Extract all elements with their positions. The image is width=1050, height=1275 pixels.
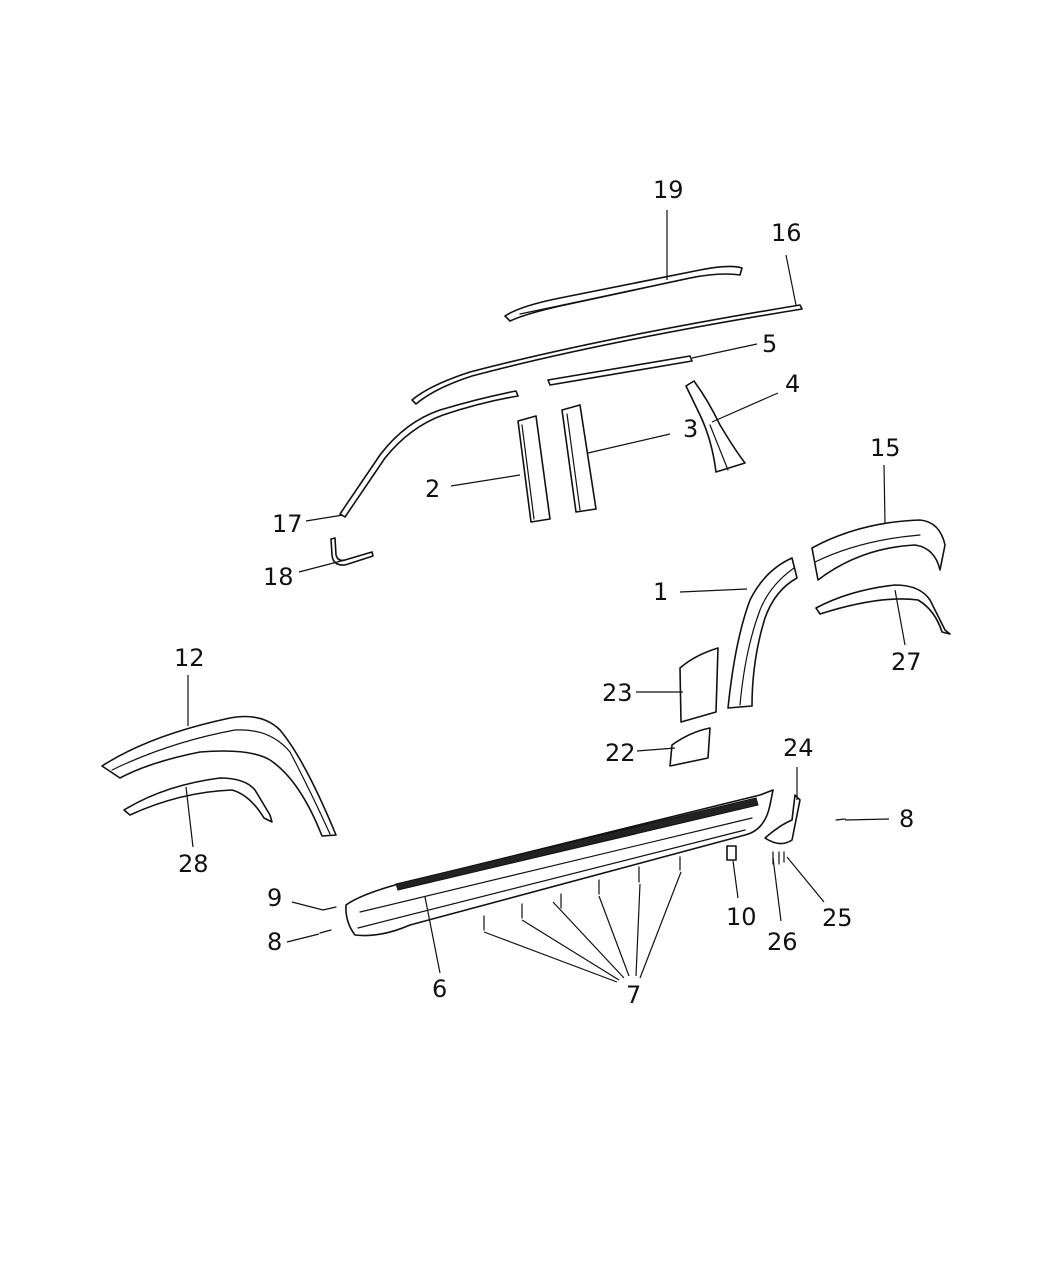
callout-17: 17 xyxy=(272,510,303,538)
part-27-rear-flare-molding xyxy=(815,584,951,635)
part-4-d-pillar-applique xyxy=(685,380,746,473)
callout-19: 19 xyxy=(653,176,684,204)
callout-12: 12 xyxy=(174,644,205,672)
part-18-corner-molding xyxy=(330,537,374,566)
part-12-front-wheel-flare xyxy=(101,715,337,837)
callout-5: 5 xyxy=(762,330,777,358)
callout-28: 28 xyxy=(178,850,209,878)
part-3-c-pillar-applique xyxy=(561,404,597,513)
callout-16: 16 xyxy=(771,219,802,247)
callout-15: 15 xyxy=(870,434,901,462)
callout-25: 25 xyxy=(822,904,853,932)
callout-4: 4 xyxy=(785,370,800,398)
callout-18: 18 xyxy=(263,563,294,591)
part-23-door-applique xyxy=(679,647,719,723)
callout-8-right: 8 xyxy=(899,805,914,833)
callout-23: 23 xyxy=(602,679,633,707)
part-2-b-pillar-applique xyxy=(517,415,551,523)
callout-10: 10 xyxy=(726,903,757,931)
callout-2: 2 xyxy=(425,475,440,503)
callout-22: 22 xyxy=(605,739,636,767)
callout-7: 7 xyxy=(626,981,641,1009)
leader-lines xyxy=(185,210,906,983)
callout-3: 3 xyxy=(683,415,698,443)
part-10-clip xyxy=(726,845,737,861)
part-22-lower-applique xyxy=(669,727,711,767)
callout-1: 1 xyxy=(653,578,668,606)
part-5-belt-molding xyxy=(547,355,693,386)
part-19-roof-rail xyxy=(504,265,743,322)
part-17-windshield-molding xyxy=(339,390,519,518)
callout-8-left: 8 xyxy=(267,928,282,956)
part-1-rear-door-molding xyxy=(727,557,798,709)
part-24-splash-guard xyxy=(764,794,801,845)
callout-24: 24 xyxy=(783,734,814,762)
fasteners xyxy=(319,818,846,934)
callout-6: 6 xyxy=(432,975,447,1003)
callout-9: 9 xyxy=(267,884,282,912)
part-15-rear-wheel-flare xyxy=(811,519,946,581)
callout-26: 26 xyxy=(767,928,798,956)
part-6-rocker-panel xyxy=(345,789,774,937)
callout-labels: 19 16 5 4 3 2 17 18 15 1 27 12 23 22 24 … xyxy=(174,176,922,1009)
callout-27: 27 xyxy=(891,648,922,676)
part-28-front-flare-molding xyxy=(123,777,273,823)
part-16-roof-molding xyxy=(411,304,803,405)
